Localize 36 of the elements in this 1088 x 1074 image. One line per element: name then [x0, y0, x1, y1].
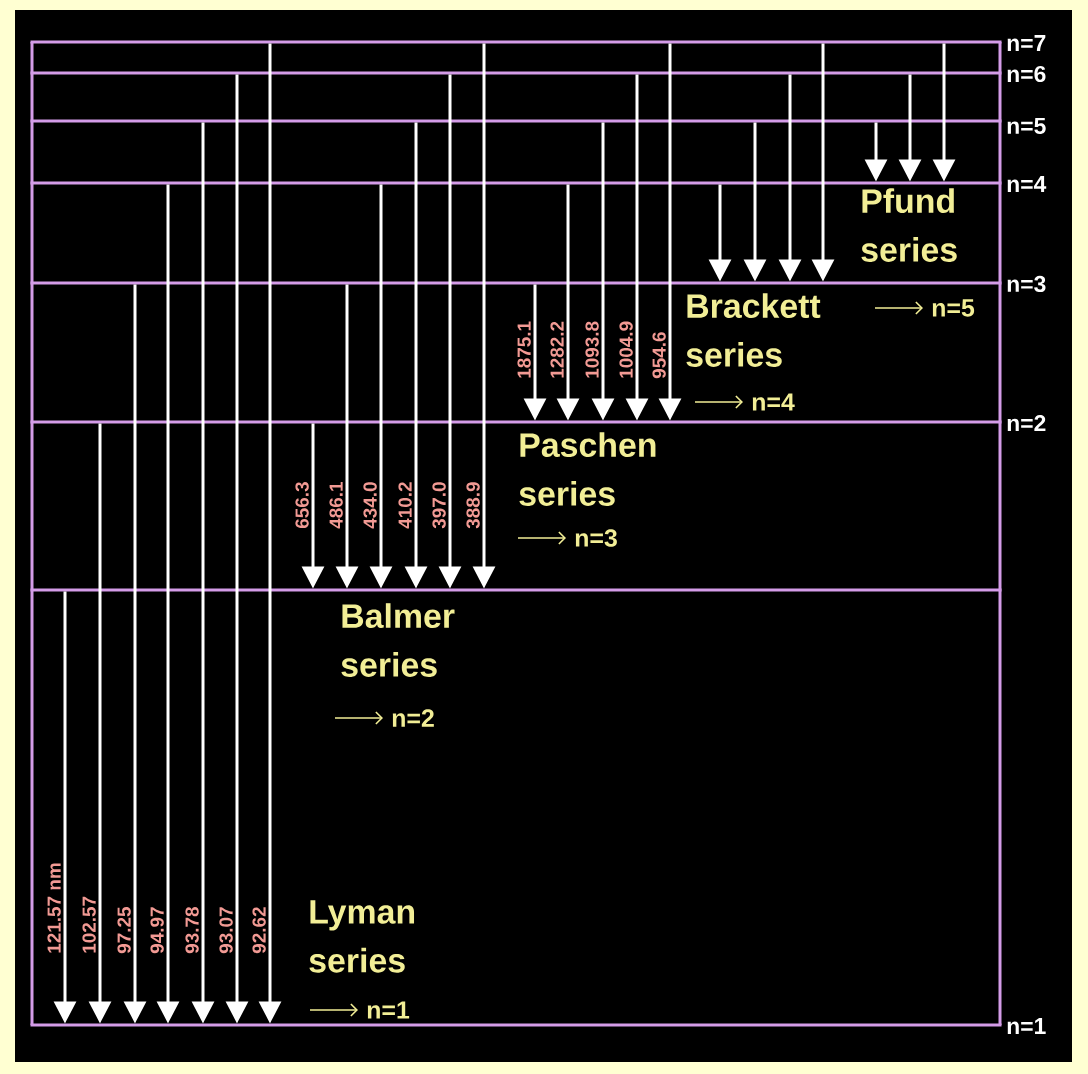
wavelength-label: 94.97: [150, 907, 164, 954]
wavelength-label: 656.3: [295, 482, 309, 529]
wavelength-label: 397.0: [432, 482, 446, 529]
series-level-label: n=3: [575, 529, 617, 547]
level-label: n=5: [1007, 118, 1046, 134]
wavelength-label: 93.78: [185, 907, 199, 954]
wavelength-label: 1282.2: [550, 321, 564, 378]
level-label: n=3: [1007, 275, 1046, 293]
level-label: n=1: [1007, 1018, 1046, 1034]
wavelength-label: 97.25: [117, 906, 131, 954]
series-label: Pfund series: [861, 188, 957, 262]
wavelength-label: 1875.1: [517, 321, 531, 378]
wavelength-label: 1004.9: [619, 321, 633, 378]
energy-level: [30, 281, 1002, 285]
level-label: n=7: [1007, 35, 1046, 51]
wavelength-label: 1093.8: [585, 321, 599, 378]
wavelength-label: 388.9: [466, 482, 480, 529]
energy-level: [30, 1023, 1002, 1027]
energy-level: [30, 119, 1002, 123]
wavelength-label: 93.07: [219, 907, 233, 954]
wavelength-label: 486.1: [329, 481, 343, 529]
series-level-label: n=2: [392, 709, 434, 727]
energy-level: [30, 181, 1002, 185]
wavelength-label: 92.62: [252, 907, 266, 954]
wavelength-label: 434.0: [363, 482, 377, 529]
level-label: n=4: [1007, 176, 1047, 192]
energy-level: [30, 71, 1002, 75]
energy-level: [30, 588, 1002, 592]
energy-level: [30, 420, 1002, 424]
level-label: n=2: [1007, 415, 1046, 431]
wavelength-label: 102.57: [82, 896, 96, 953]
wavelength-label: 954.6: [652, 332, 666, 379]
level-label: n=6: [1007, 65, 1046, 83]
wavelength-label: 410.2: [398, 482, 412, 529]
energy-level: [30, 40, 1002, 44]
wavelength-label: 121.57 nm: [47, 863, 61, 953]
